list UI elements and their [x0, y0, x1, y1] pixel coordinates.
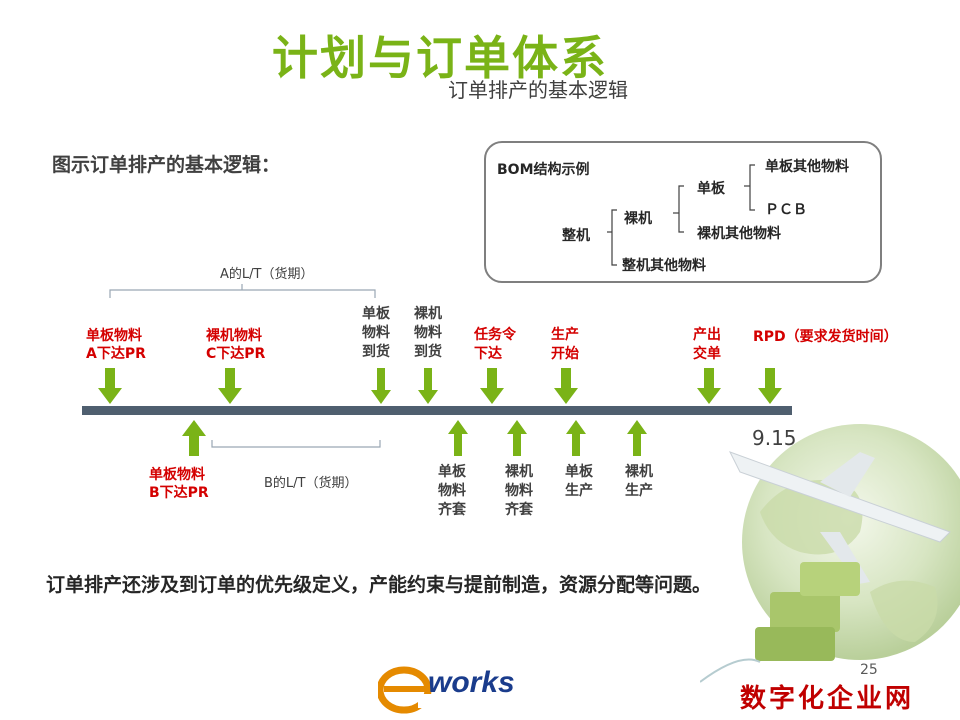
event-top-4: 裸机物料到货	[414, 306, 442, 360]
a-lt-label: A的L/T（货期）	[220, 267, 314, 282]
down-arrow-icon	[98, 368, 122, 404]
bom-level3-a: 单板其他物料	[765, 159, 849, 175]
date-label: 9.15	[752, 426, 797, 450]
event-top-3: 单板物料到货	[362, 306, 390, 360]
event-top-7: 产出交单	[693, 327, 721, 362]
bom-title: BOM结构示例	[497, 162, 590, 178]
down-arrow-icon	[418, 368, 438, 404]
down-arrow-icon	[758, 368, 782, 404]
page-number: 25	[860, 662, 878, 678]
intro-text: 图示订单排产的基本逻辑：	[52, 154, 281, 176]
footer-note: 订单排产还涉及到订单的优先级定义，产能约束与提前制造，资源分配等问题。	[46, 574, 712, 596]
eworks-logo: works	[378, 664, 548, 714]
event-bottom-4: 单板生产	[565, 464, 593, 499]
down-arrow-icon	[218, 368, 242, 404]
bom-level2-a: 单板	[697, 181, 725, 197]
slide-subtitle: 订单排产的基本逻辑	[448, 78, 628, 102]
b-lt-label: B的L/T（货期）	[264, 476, 358, 491]
up-arrow-icon	[182, 420, 206, 456]
event-top-5: 任务令下达	[474, 327, 516, 362]
bom-root: 整机	[562, 228, 590, 244]
site-logo: 数字化企业网	[740, 684, 915, 714]
up-arrow-icon	[507, 420, 527, 456]
down-arrow-icon	[480, 368, 504, 404]
up-arrow-icon	[448, 420, 468, 456]
up-arrow-icon	[566, 420, 586, 456]
event-bottom-2: 单板物料齐套	[438, 464, 466, 518]
lt-brackets	[109, 284, 381, 448]
bom-structure-box	[484, 141, 882, 283]
bom-level1-a: 裸机	[624, 211, 652, 227]
slide-title: 计划与订单体系	[272, 31, 608, 85]
globe-airplane-illustration	[700, 424, 960, 683]
up-arrow-icon	[627, 420, 647, 456]
down-arrow-icon	[697, 368, 721, 404]
bom-level1-b: 整机其他物料	[622, 258, 706, 274]
event-bottom-5: 裸机生产	[625, 464, 653, 499]
eworks-e-mark-icon	[378, 666, 432, 714]
event-top-8: RPD（要求发货时间）	[753, 329, 898, 345]
down-arrow-icon	[371, 368, 391, 404]
down-arrow-icon	[554, 368, 578, 404]
event-bottom-3: 裸机物料齐套	[505, 464, 533, 518]
timeline-bar	[82, 406, 792, 415]
event-top-6: 生产开始	[551, 327, 579, 362]
bom-level3-b: ＰＣＢ	[765, 202, 807, 218]
bom-level2-b: 裸机其他物料	[697, 226, 781, 242]
bom-bracket-lines	[607, 164, 755, 266]
eworks-logo-text: works	[428, 666, 515, 699]
